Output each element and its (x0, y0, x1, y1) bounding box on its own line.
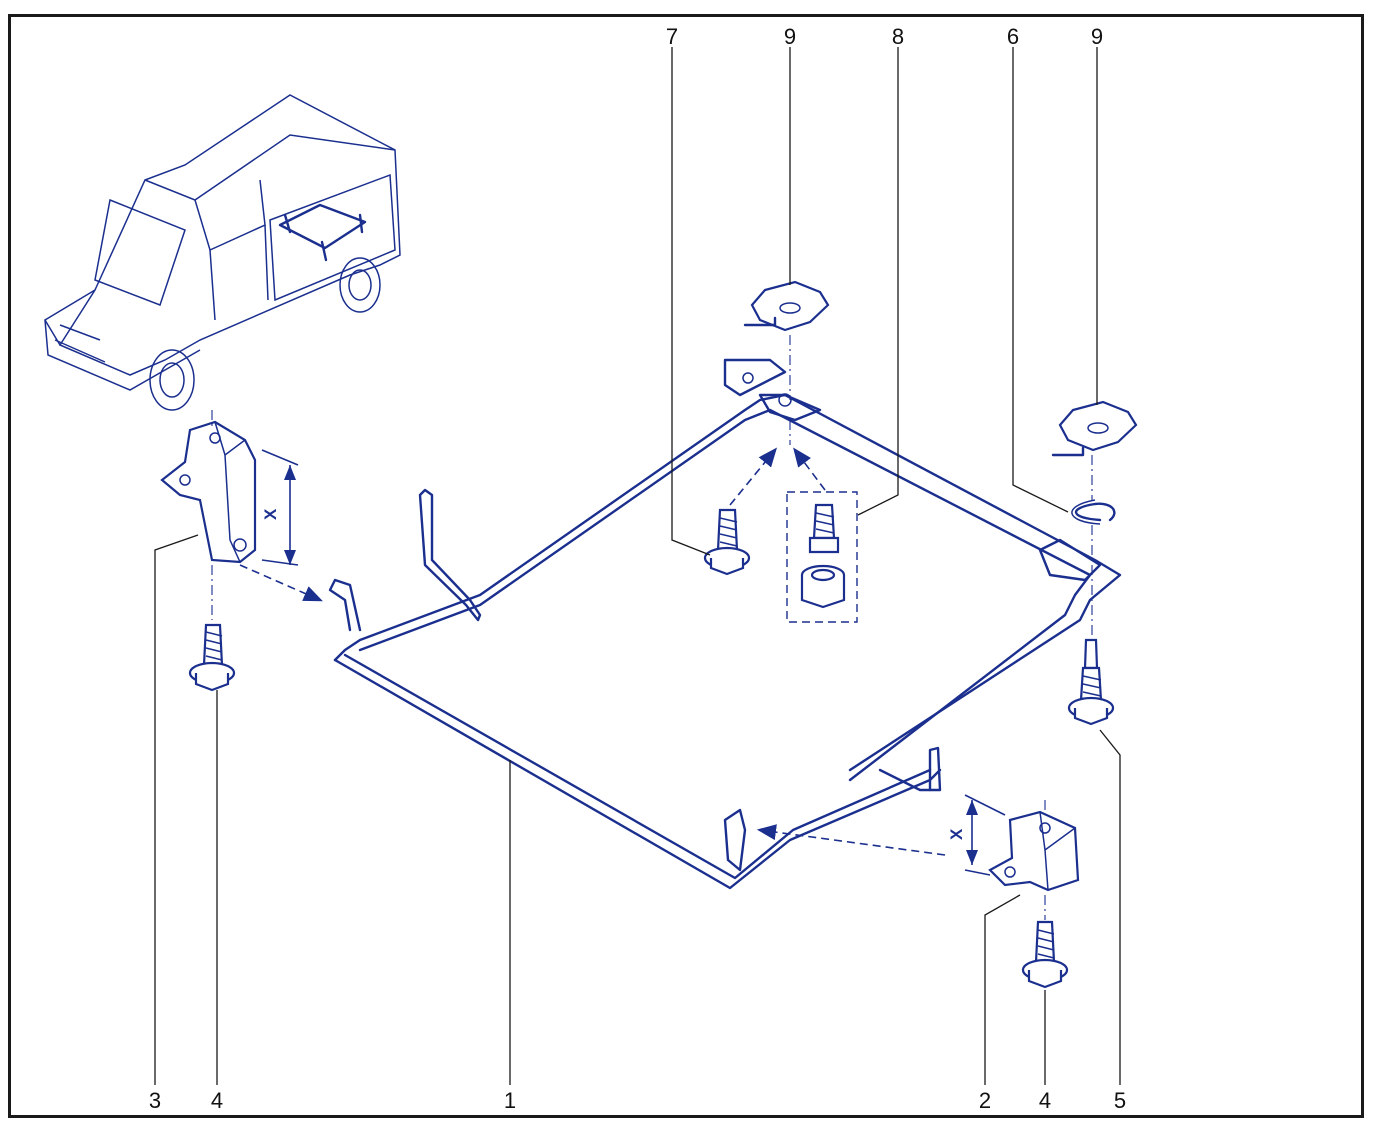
bolt-nut-assembly-8 (786, 491, 858, 623)
callout-9-center: 9 (784, 24, 796, 49)
callout-8: 8 (892, 24, 904, 49)
front-right-bracket: X (947, 794, 1080, 892)
front-left-bracket: X (160, 420, 299, 566)
callout-1: 1 (504, 1088, 516, 1113)
seat-base-frame (328, 358, 1122, 890)
bolt-7 (703, 508, 751, 576)
callout-5: 5 (1114, 1088, 1126, 1113)
callout-4-left: 4 (211, 1088, 223, 1113)
callout-7: 7 (666, 24, 678, 49)
circlip-6 (1071, 499, 1116, 525)
callout-3: 3 (149, 1088, 161, 1113)
van-illustration (43, 94, 401, 411)
diagram-frame (8, 14, 1364, 1118)
bolt-left (188, 623, 236, 692)
dimension-x-right: X (947, 828, 966, 840)
assembly-guides (211, 335, 1093, 920)
clip-9-right (1051, 400, 1138, 457)
bolt-right (1021, 920, 1069, 989)
callout-labels: 7 9 8 6 9 3 4 1 2 4 5 (149, 24, 1126, 1113)
dimension-x-left: X (261, 508, 280, 520)
callout-6: 6 (1007, 24, 1019, 49)
clip-9-center (743, 280, 830, 332)
callout-2: 2 (979, 1088, 991, 1113)
leader-lines (154, 47, 1121, 1085)
callout-9-right: 9 (1091, 24, 1103, 49)
callout-4-right: 4 (1039, 1088, 1051, 1113)
long-stud-bolt (1067, 638, 1115, 726)
